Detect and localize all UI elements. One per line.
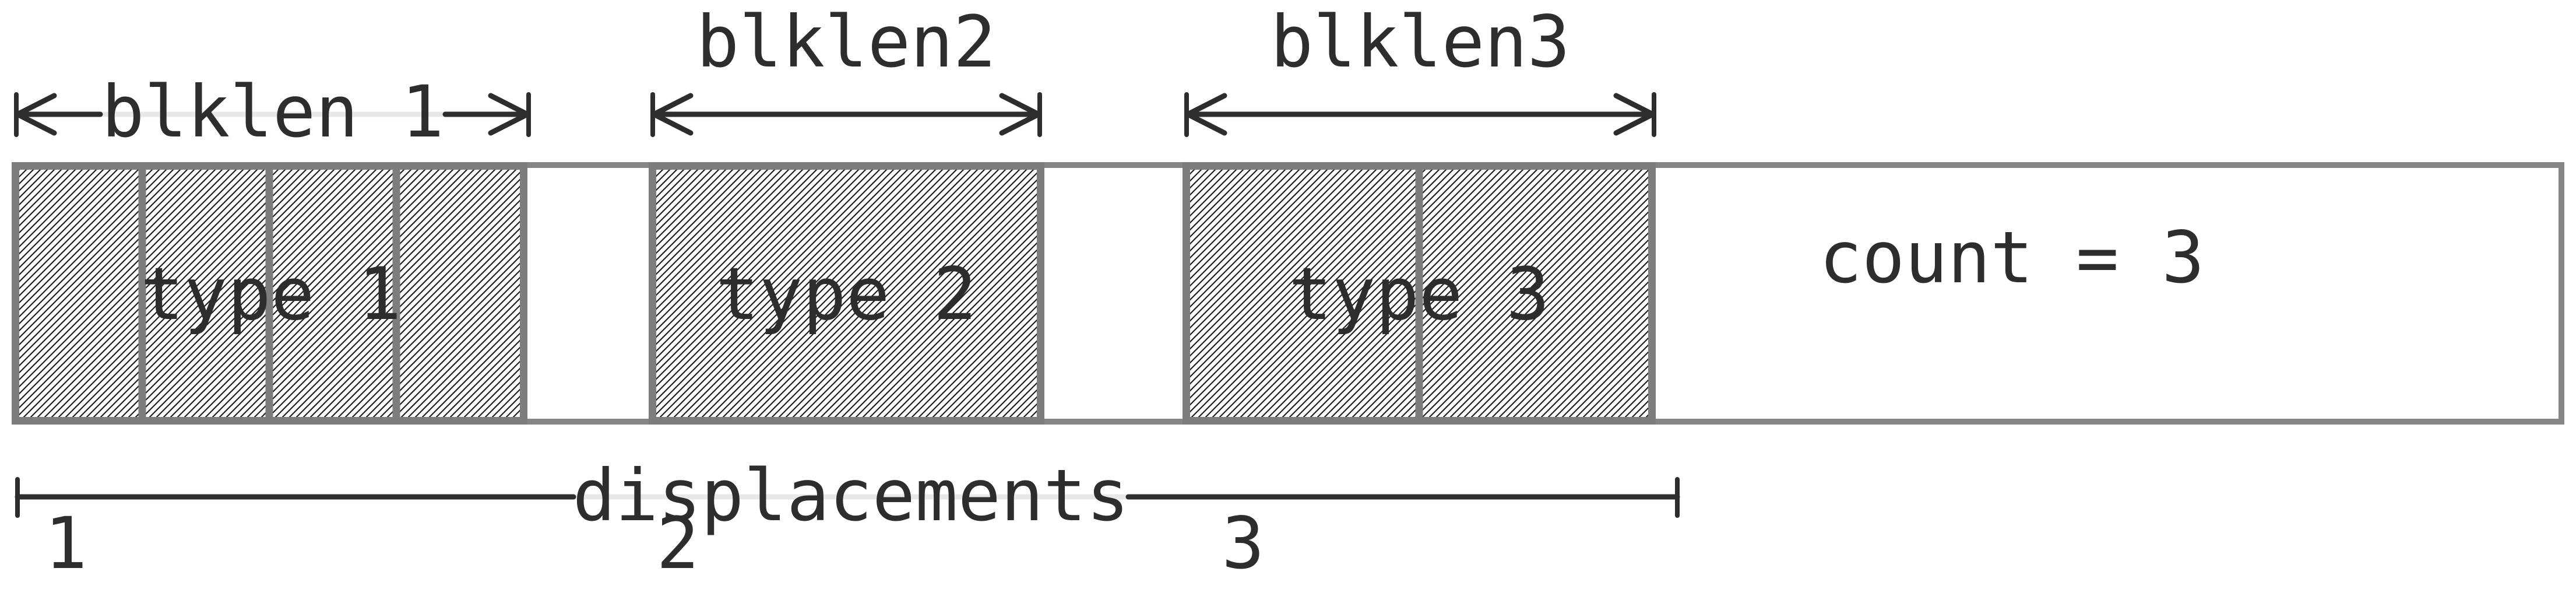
type3-label: type 3 [1289,253,1550,336]
type1-label: type 1 [140,253,402,336]
block-type2 [649,162,1044,425]
displacements-label: displacements [573,454,1129,537]
displacements-ruler [15,477,1680,518]
block-type1 [12,162,527,425]
blklen2-dimension [650,92,1042,137]
blklen1-label: blklen 1 [101,71,444,153]
blklen2-label: blklen2 [696,1,996,83]
displacement-3-label: 3 [1222,502,1264,585]
displacement-1-label: 1 [44,502,87,585]
blklen3-dimension [1184,92,1656,137]
blklen3-label: blklen3 [1271,1,1570,83]
displacement-2-label: 2 [656,502,699,585]
blklen1-dimension [14,92,531,137]
count-label: count = 3 [1819,216,2204,299]
type2-label: type 2 [716,253,977,336]
block-type3 [1183,162,1656,425]
block-type2-rect [649,162,1044,425]
